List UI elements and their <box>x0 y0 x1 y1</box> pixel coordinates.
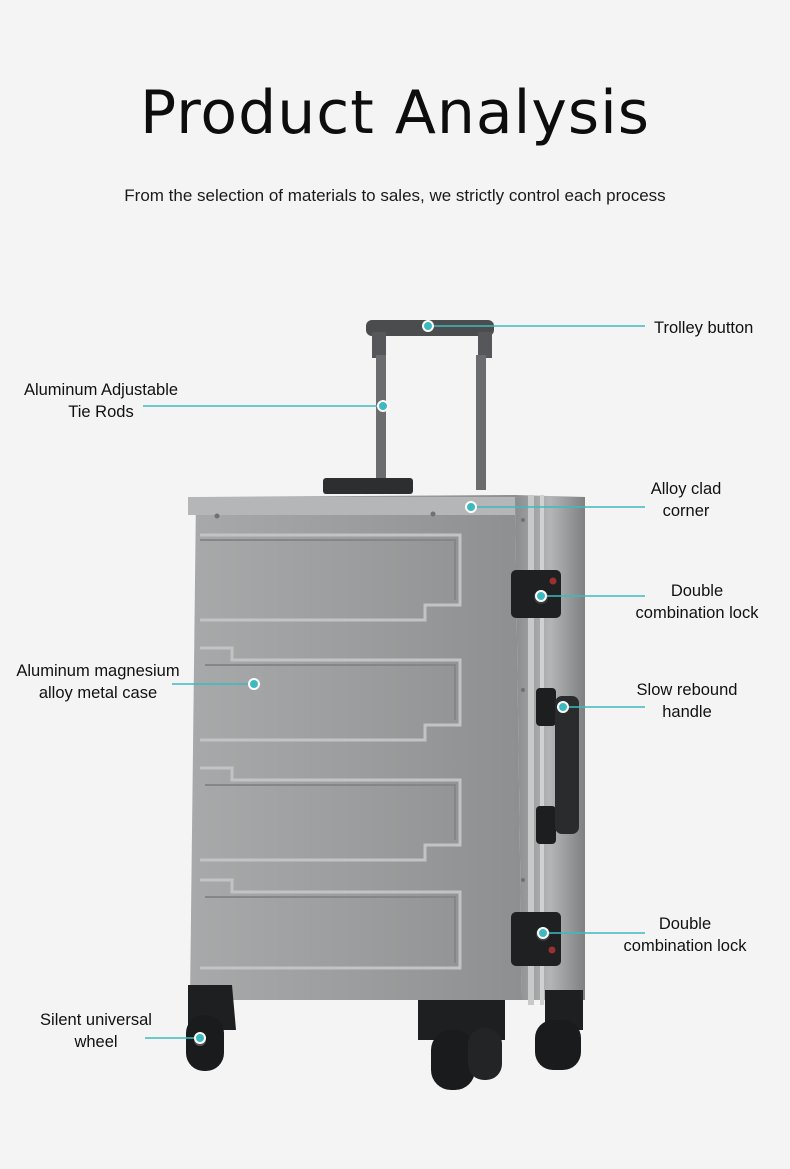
callout-metal-case-line1: Aluminum magnesium <box>16 662 180 680</box>
callout-lock-bottom: Double combination lock <box>609 913 761 957</box>
callout-lock-top: Double combination lock <box>622 580 772 624</box>
callout-wheel: Silent universal wheel <box>26 1009 166 1053</box>
callout-wheel-line1: Silent universal <box>40 1011 152 1029</box>
dot-trolley-button <box>422 320 434 332</box>
callout-tie-rods: Aluminum Adjustable Tie Rods <box>6 379 196 423</box>
callout-lock-top-line2: combination lock <box>635 604 759 622</box>
dot-wheel <box>194 1032 206 1044</box>
callout-lock-bottom-line2: combination lock <box>623 937 747 955</box>
callout-metal-case-line2: alloy metal case <box>38 684 158 702</box>
callout-lock-top-line1: Double <box>670 582 724 600</box>
dot-tie-rods <box>377 400 389 412</box>
callout-handle: Slow rebound handle <box>622 679 752 723</box>
trolley-handle <box>323 320 494 494</box>
callout-tie-rods-line1: Aluminum Adjustable <box>23 381 179 399</box>
case-ribs <box>200 533 462 970</box>
page-subtitle: From the selection of materials to sales… <box>124 186 666 205</box>
dot-lock-bottom <box>537 927 549 939</box>
dot-handle <box>557 701 569 713</box>
callout-wheel-line2: wheel <box>74 1033 118 1051</box>
dot-alloy-corner <box>465 501 477 513</box>
callout-trolley-button-text: Trolley button <box>654 319 754 337</box>
callout-trolley-button: Trolley button <box>654 317 753 339</box>
callout-handle-line2: handle <box>662 703 712 721</box>
dot-metal-case <box>248 678 260 690</box>
callout-handle-line1: Slow rebound <box>636 681 738 699</box>
page-title: Product Analysis <box>139 78 651 148</box>
dot-lock-top <box>535 590 547 602</box>
callout-lock-bottom-line1: Double <box>658 915 712 933</box>
callout-metal-case: Aluminum magnesium alloy metal case <box>0 660 196 704</box>
side-handle <box>536 688 579 844</box>
callout-alloy-corner-line1: Alloy clad <box>650 480 722 498</box>
callout-tie-rods-line2: Tie Rods <box>68 403 134 421</box>
callout-alloy-corner-line2: corner <box>662 502 710 520</box>
callout-alloy-corner: Alloy clad corner <box>626 478 746 522</box>
wheels <box>186 985 583 1090</box>
